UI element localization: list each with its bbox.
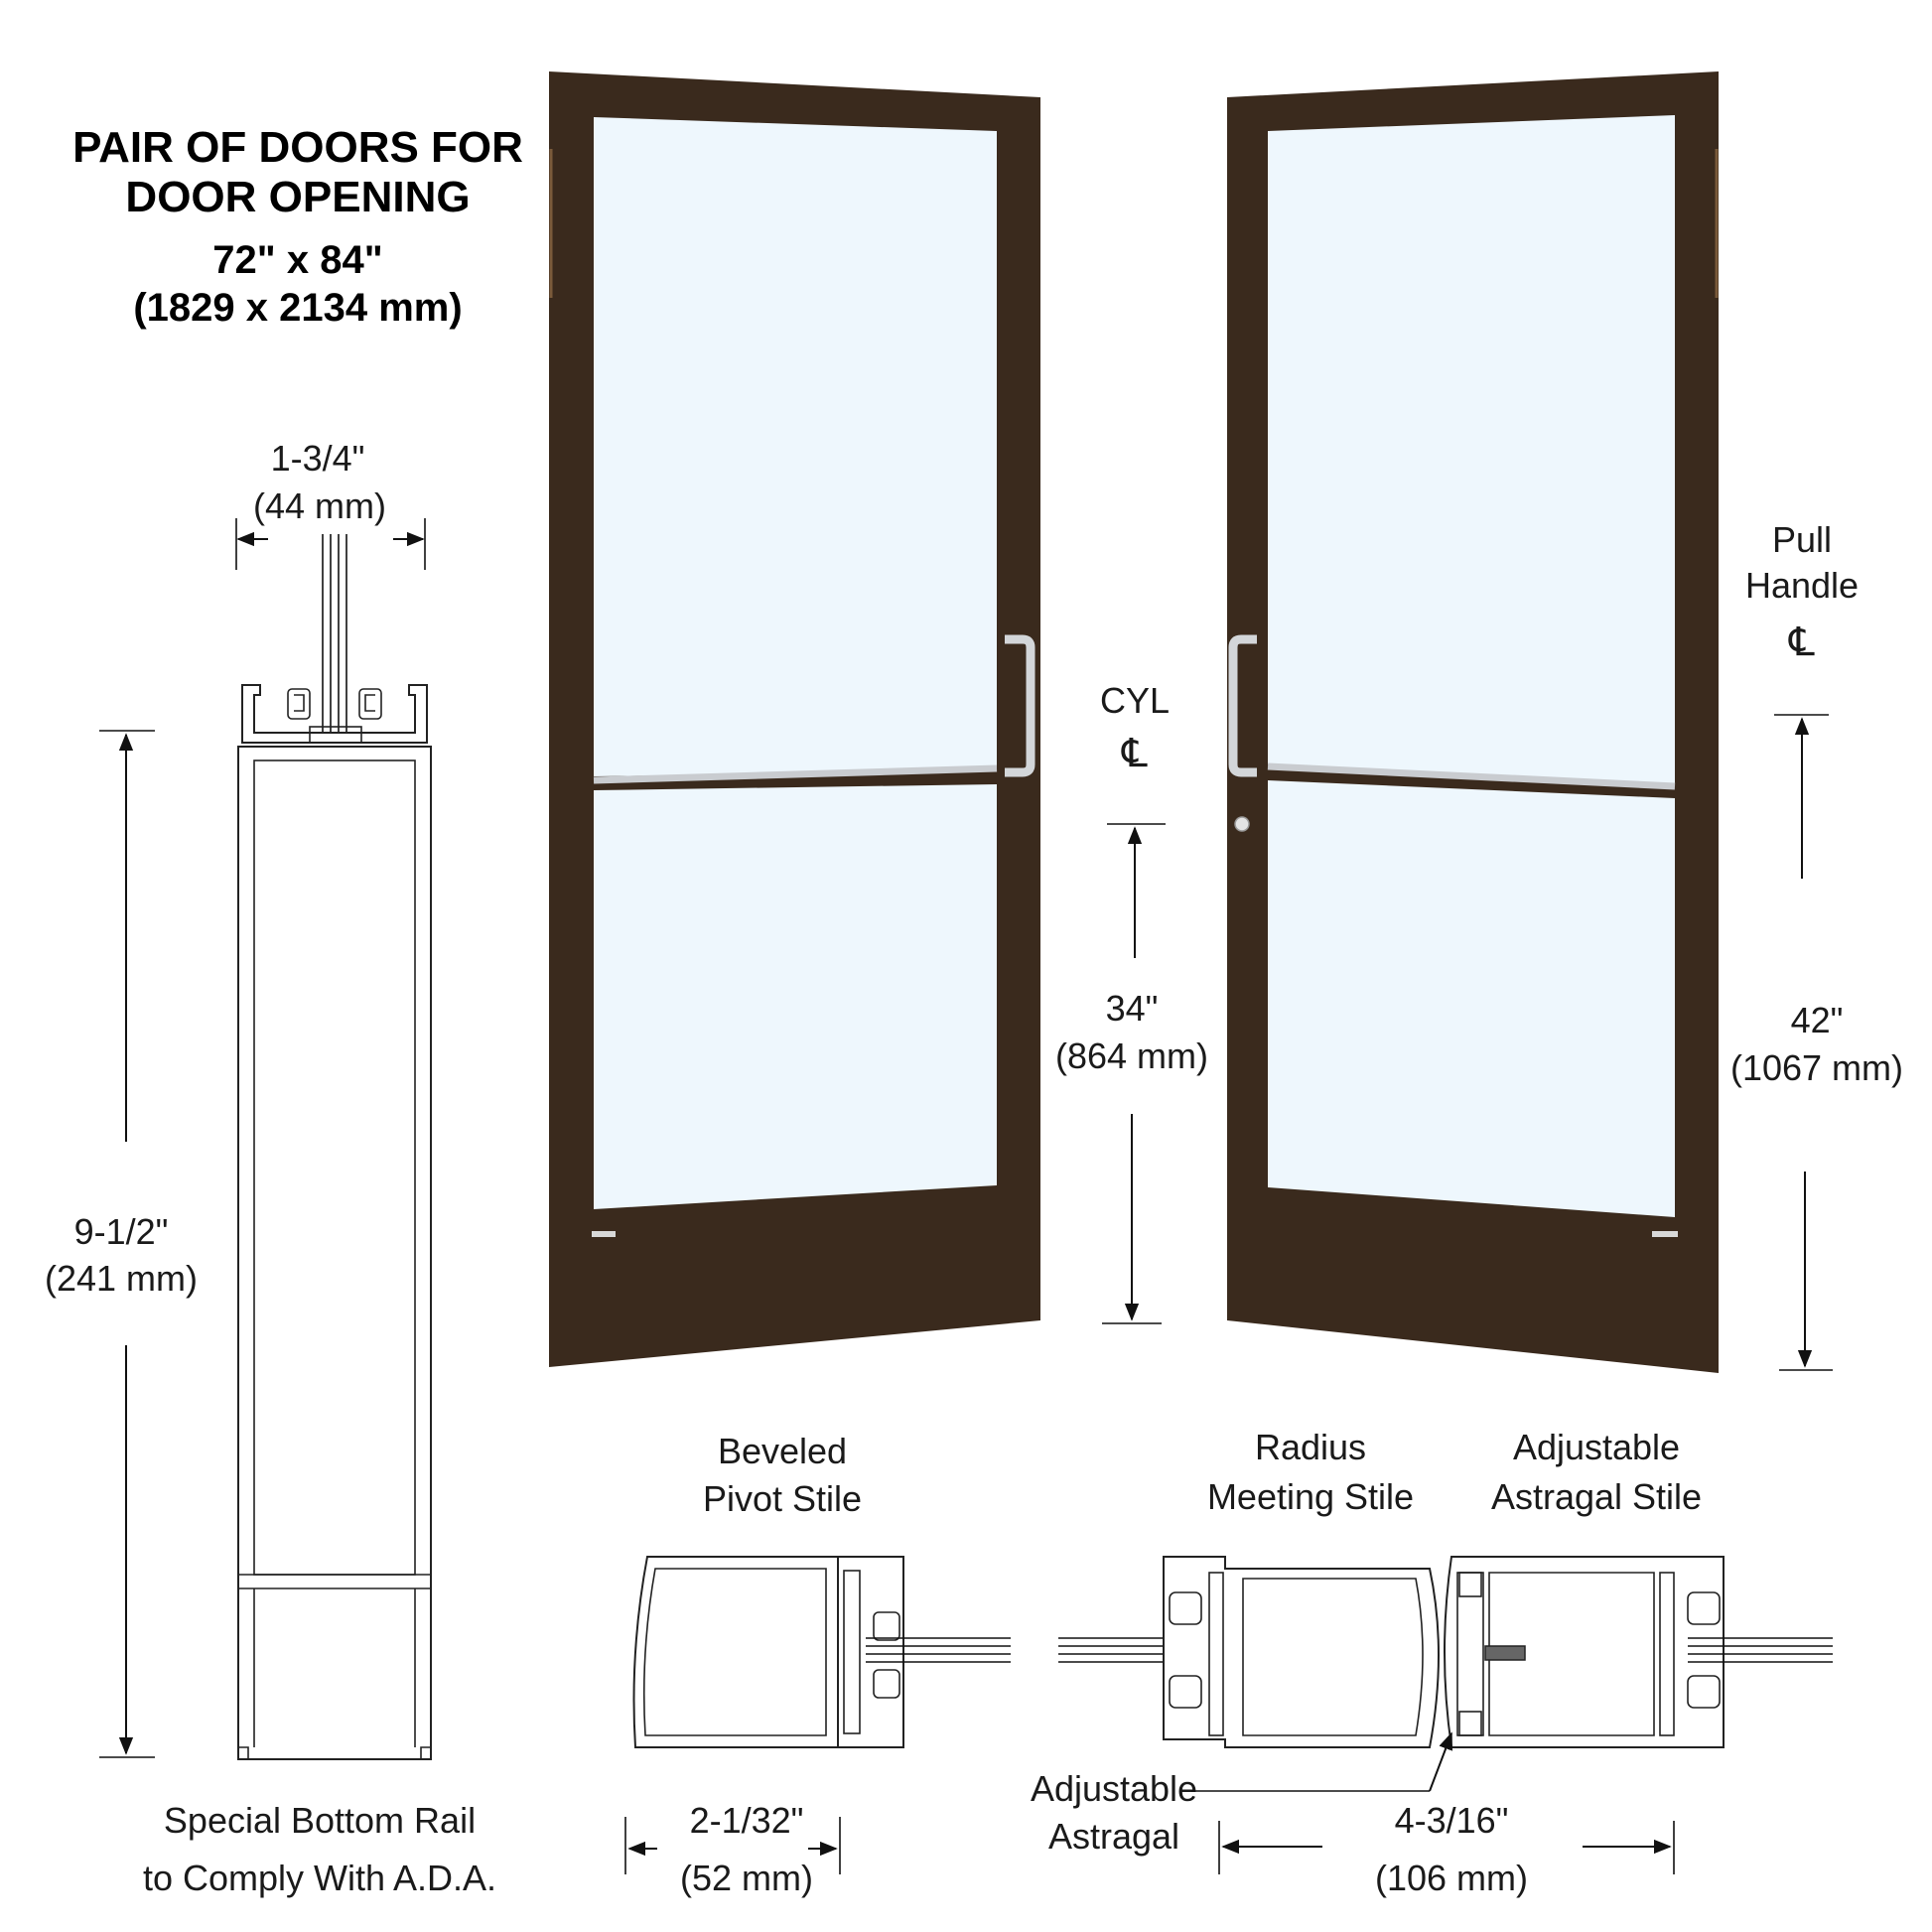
pull-label-line-1: Pull [1772,519,1832,560]
rail-width-mm: (44 mm) [253,485,386,526]
title-line-1: PAIR OF DOORS FOR [72,123,523,172]
pull-height-mm: (1067 mm) [1730,1047,1903,1088]
pivot-width-mm: (52 mm) [680,1858,813,1898]
cyl-centerline-symbol: ℄ [1121,732,1148,775]
astragal-stile-label-line-2: Astragal Stile [1491,1476,1702,1517]
left-door-push-bar [593,764,998,784]
rail-width-inches: 1-3/4" [271,438,365,479]
meeting-width-mm: (106 mm) [1375,1858,1528,1898]
title-line-2: DOOR OPENING [125,173,470,221]
meeting-width-inches: 4-3/16" [1395,1800,1509,1841]
bottom-rail-section: 1-3/4" (44 mm) [45,438,496,1898]
right-door-pivot-mark [1652,1231,1678,1237]
meeting-stiles: Radius Meeting Stile Adjustable Astragal… [1031,1427,1833,1898]
astragal-label-line-1: Adjustable [1031,1768,1197,1809]
astragal-screw [1484,1645,1526,1661]
pivot-width-inches: 2-1/32" [690,1800,804,1841]
right-door-glass-upper [1268,115,1675,784]
rail-glazing-pocket [241,684,428,748]
cyl-height-mm: (864 mm) [1055,1035,1208,1076]
left-door-pull-handle [1005,634,1035,777]
left-door-glass-upper [594,117,997,776]
radius-meeting-stile-profile [1163,1556,1440,1748]
rail-glass-lines [322,534,347,733]
title-size-mm: (1829 x 2134 mm) [133,286,462,330]
pivot-stile-label-line-1: Beveled [718,1431,847,1471]
rail-height-inches: 9-1/2" [74,1211,169,1252]
title-block: PAIR OF DOORS FOR DOOR OPENING 72" x 84"… [72,123,523,330]
right-door [1227,71,1719,1373]
astragal-leader-arrow [1429,1731,1452,1792]
meeting-stile-label-line-2: Meeting Stile [1207,1476,1414,1517]
right-door-pull-handle [1228,634,1257,777]
rail-caption-line-2: to Comply With A.D.A. [143,1858,496,1898]
cyl-dimension: CYL ℄ 34" (864 mm) [1055,680,1208,1324]
pull-centerline-symbol: ℄ [1788,621,1815,664]
pull-label-line-2: Handle [1745,565,1859,606]
left-door-pivot-mark [592,1231,616,1237]
meeting-stile-label-line-1: Radius [1255,1427,1366,1467]
pivot-stile-glass [866,1637,1011,1663]
right-door-glass-lower [1268,780,1675,1217]
right-door-lock-cylinder [1234,816,1250,832]
pull-handle-dimension: Pull Handle ℄ 42" (1067 mm) [1730,519,1903,1371]
pull-height-inches: 42" [1791,1000,1844,1040]
beveled-pivot-stile: Beveled Pivot Stile 2-1/32" (52 mm) [624,1431,1011,1898]
cyl-label: CYL [1100,680,1170,721]
meeting-right-glass [1688,1637,1833,1663]
astragal-stile-label-line-1: Adjustable [1513,1427,1680,1467]
pivot-stile-label-line-2: Pivot Stile [703,1478,862,1519]
left-door [549,71,1040,1367]
rail-caption-line-1: Special Bottom Rail [164,1800,476,1841]
cyl-height-inches: 34" [1106,988,1159,1029]
rail-height-mm: (241 mm) [45,1258,198,1299]
astragal-label-line-2: Astragal [1048,1816,1179,1857]
right-door-push-bar [1267,762,1676,790]
left-door-glass-lower [594,784,997,1209]
rail-body [237,746,432,1760]
title-size-inches: 72" x 84" [212,238,382,282]
